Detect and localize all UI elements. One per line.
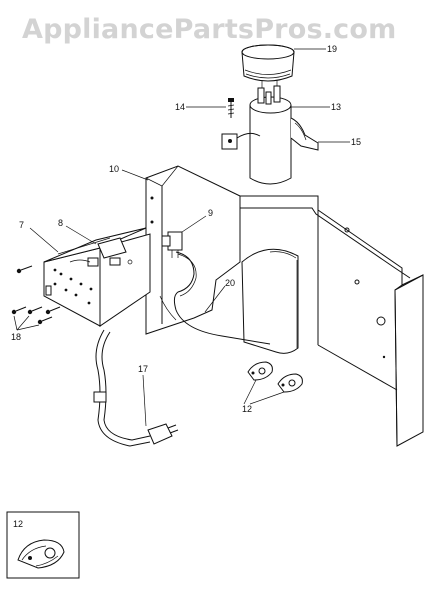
inset-clamp-part	[17, 539, 65, 569]
capacitor-part	[249, 80, 292, 185]
control-box-part	[43, 227, 151, 327]
callout-12: 12	[242, 404, 252, 414]
leader-8	[65, 225, 97, 245]
screw-part-14	[227, 98, 235, 118]
callout-15: 15	[351, 137, 361, 147]
callout-13: 13	[331, 102, 341, 112]
watermark: AppliancePartsPros.com	[22, 14, 397, 45]
switch-part	[161, 231, 183, 258]
leader-18a	[13, 315, 18, 331]
cabinet-panel	[239, 195, 424, 447]
shroud-part	[241, 248, 299, 354]
leader-18b	[16, 315, 30, 331]
leader-18c	[16, 324, 40, 331]
power-cord-part	[93, 329, 179, 447]
inset-callout-12: 12	[13, 519, 23, 529]
leader-9	[181, 215, 207, 233]
callout-7: 7	[19, 220, 24, 230]
leader-10	[121, 169, 149, 181]
clamp-part-12a	[247, 361, 273, 381]
callout-10: 10	[109, 164, 119, 174]
callout-18: 18	[11, 332, 21, 342]
leader-7	[29, 227, 59, 253]
callout-19: 19	[327, 44, 337, 54]
clamp-part-12b	[277, 373, 303, 393]
leader-12b	[249, 391, 285, 405]
callout-20: 20	[225, 278, 235, 288]
wire-harness-part	[159, 251, 271, 345]
leader-12a	[243, 379, 257, 405]
control-box-panel	[145, 165, 241, 335]
capacitor-boot-part	[241, 44, 295, 82]
screws-part-18	[11, 265, 61, 325]
callout-9: 9	[208, 208, 213, 218]
callout-17: 17	[138, 364, 148, 374]
leader-17	[142, 374, 147, 427]
capacitor-bracket-part	[221, 117, 319, 151]
inset-box: 12	[6, 511, 80, 579]
leader-20	[204, 285, 226, 313]
callout-8: 8	[58, 218, 63, 228]
callout-14: 14	[175, 102, 185, 112]
